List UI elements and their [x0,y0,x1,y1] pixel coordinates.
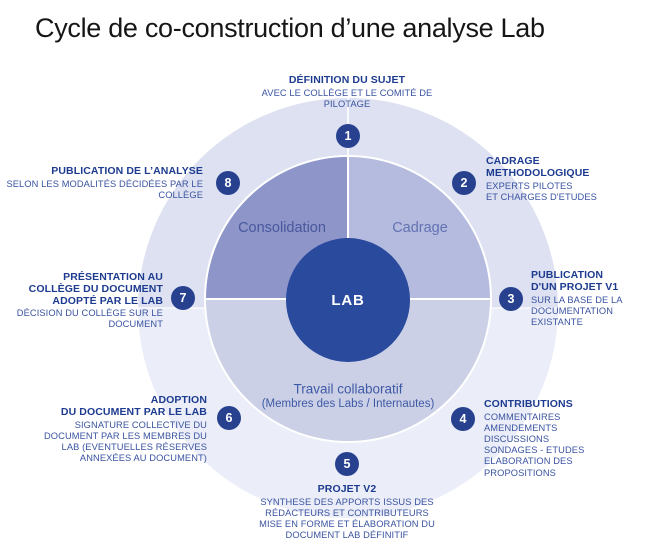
step-8-heading: PUBLICATION DE L’ANALYSE [51,165,203,177]
step-6-subtext: SIGNATURE COLLECTIVE DU DOCUMENT PAR LES… [43,419,207,463]
step-8-badge: 8 [216,171,240,195]
step-1-heading: DÉFINITION DU SUJET [288,74,406,86]
step-4-badge: 4 [451,407,475,431]
step-6-badge: 6 [217,406,241,430]
step-7-badge: 7 [171,286,195,310]
collaboration-label: Travail collaboratif [293,381,403,397]
page-title: Cycle de co-construction d’une analyse L… [35,13,545,43]
step-3-heading: PUBLICATION D'UN PROJET V1 [531,269,619,293]
consolidation-label: Consolidation [238,220,326,236]
step-4-contributions: CONTRIBUTIONS COMMENTAIRES AMENDEMENTS D… [484,398,624,479]
step-2-subtext: EXPERTS PILOTES ET CHARGES D'ETUDES [486,180,597,202]
step-4-subtext: COMMENTAIRES AMENDEMENTS DISCUSSIONS SON… [484,411,585,478]
lab-center-circle: LAB [286,238,410,362]
step-3-publication-projet-v1: PUBLICATION D'UN PROJET V1 SUR LA BASE D… [531,269,646,328]
step-2-heading: CADRAGE METHODOLOGIQUE [486,155,590,179]
quadrant-vertical-divider [347,157,349,299]
collaboration-sublabel: (Membres des Labs / Internautes) [261,398,435,410]
step-5-projet-v2: PROJET V2 SYNTHESE DES APPORTS ISSUS DES… [222,483,472,541]
step-4-heading: CONTRIBUTIONS [484,398,573,410]
step-6-adoption-du-document: ADOPTION DU DOCUMENT PAR LE LAB SIGNATUR… [12,394,207,464]
step-7-heading: PRÉSENTATION AU COLLÈGE DU DOCUMENT ADOP… [28,271,163,307]
step-3-badge: 3 [499,287,523,311]
step-8-subtext: SELON LES MODALITÉS DÉCIDÉES PAR LE COLL… [6,178,203,200]
step-1-subtext: AVEC LE COLLÈGE ET LE COMITÉ DE PILOTAGE [261,87,433,109]
step-7-subtext: DÉCISION DU COLLÈGE SUR LE DOCUMENT [16,308,163,330]
lab-label: LAB [331,291,365,309]
step-5-heading: PROJET V2 [317,483,377,495]
step-1-badge: 1 [336,124,360,148]
step-1-definition-du-sujet: DÉFINITION DU SUJET AVEC LE COLLÈGE ET L… [232,74,462,110]
step-6-heading: ADOPTION DU DOCUMENT PAR LE LAB [60,394,207,418]
step-7-presentation-au-college: PRÉSENTATION AU COLLÈGE DU DOCUMENT ADOP… [3,271,163,331]
step-8-publication-de-l-analyse: PUBLICATION DE L’ANALYSE SELON LES MODAL… [0,165,203,201]
cadrage-label: Cadrage [392,220,448,236]
step-5-subtext: SYNTHESE DES APPORTS ISSUS DES RÉDACTEUR… [259,496,435,541]
step-3-subtext: SUR LA BASE DE LA DOCUMENTATION EXISTANT… [531,294,623,327]
step-5-badge: 5 [335,452,359,476]
step-2-cadrage-methodologique: CADRAGE METHODOLOGIQUE EXPERTS PILOTES E… [486,155,636,203]
step-2-badge: 2 [452,171,476,195]
